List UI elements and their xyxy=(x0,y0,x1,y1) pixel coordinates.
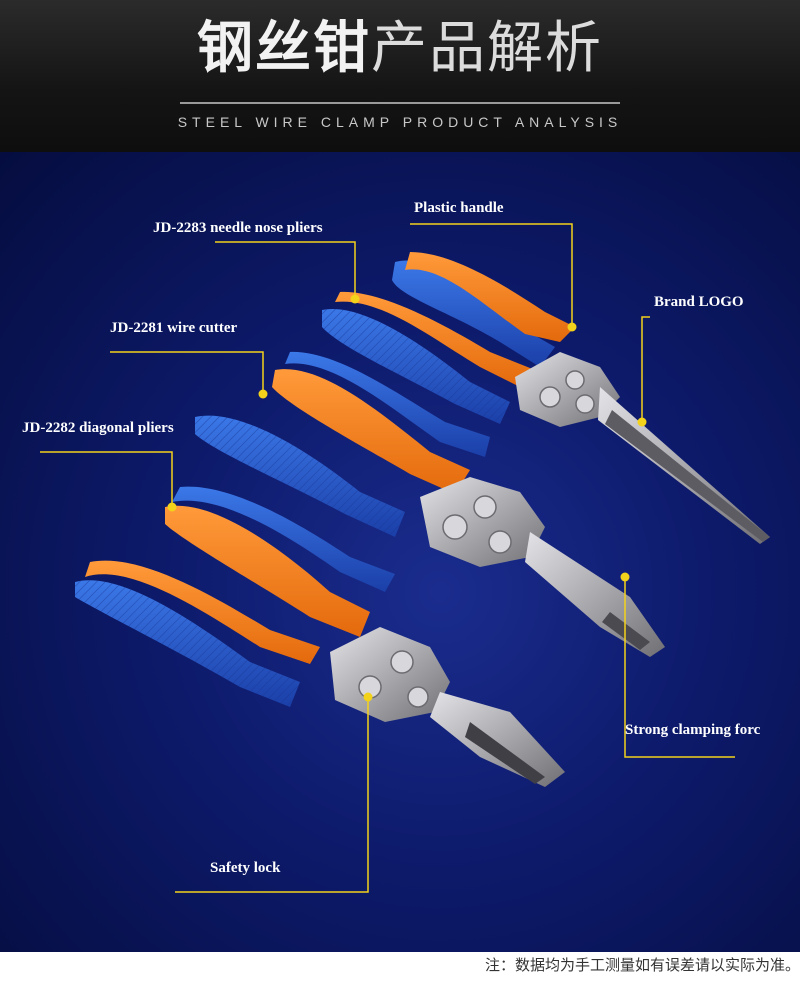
pliers-illustration xyxy=(40,223,770,893)
title-divider xyxy=(180,102,620,104)
diagonal-pliers xyxy=(75,486,565,787)
header-banner: 钢丝钳产品解析 STEEL WIRE CLAMP PRODUCT ANALYSI… xyxy=(0,0,800,152)
callout-safety-lock: Safety lock xyxy=(210,860,281,876)
callout-brand-logo: Brand LOGO xyxy=(654,294,744,310)
callout-dots xyxy=(167,294,647,702)
callout-strong-clamping: Strong clamping forc xyxy=(625,722,761,738)
product-stage: Plastic handle JD-2283 needle nose plier… xyxy=(0,152,800,952)
measurement-note: 注：数据均为手工测量如有误差请以实际为准。 xyxy=(484,956,800,974)
page-title: 钢丝钳产品解析 xyxy=(0,14,800,84)
needle-nose-pliers xyxy=(322,252,770,544)
title-light: 产品解析 xyxy=(371,16,603,81)
footer-bar xyxy=(0,952,800,984)
wire-cutter-pliers xyxy=(195,351,665,657)
callout-needle-nose: JD-2283 needle nose pliers xyxy=(153,220,323,236)
callout-plastic-handle: Plastic handle xyxy=(414,200,504,216)
callout-diagonal: JD-2282 diagonal pliers xyxy=(22,420,174,436)
callout-lines xyxy=(40,223,735,893)
callout-wire-cutter: JD-2281 wire cutter xyxy=(110,320,238,336)
title-bold: 钢丝钳 xyxy=(197,16,371,81)
page-subtitle: STEEL WIRE CLAMP PRODUCT ANALYSIS xyxy=(177,114,623,130)
